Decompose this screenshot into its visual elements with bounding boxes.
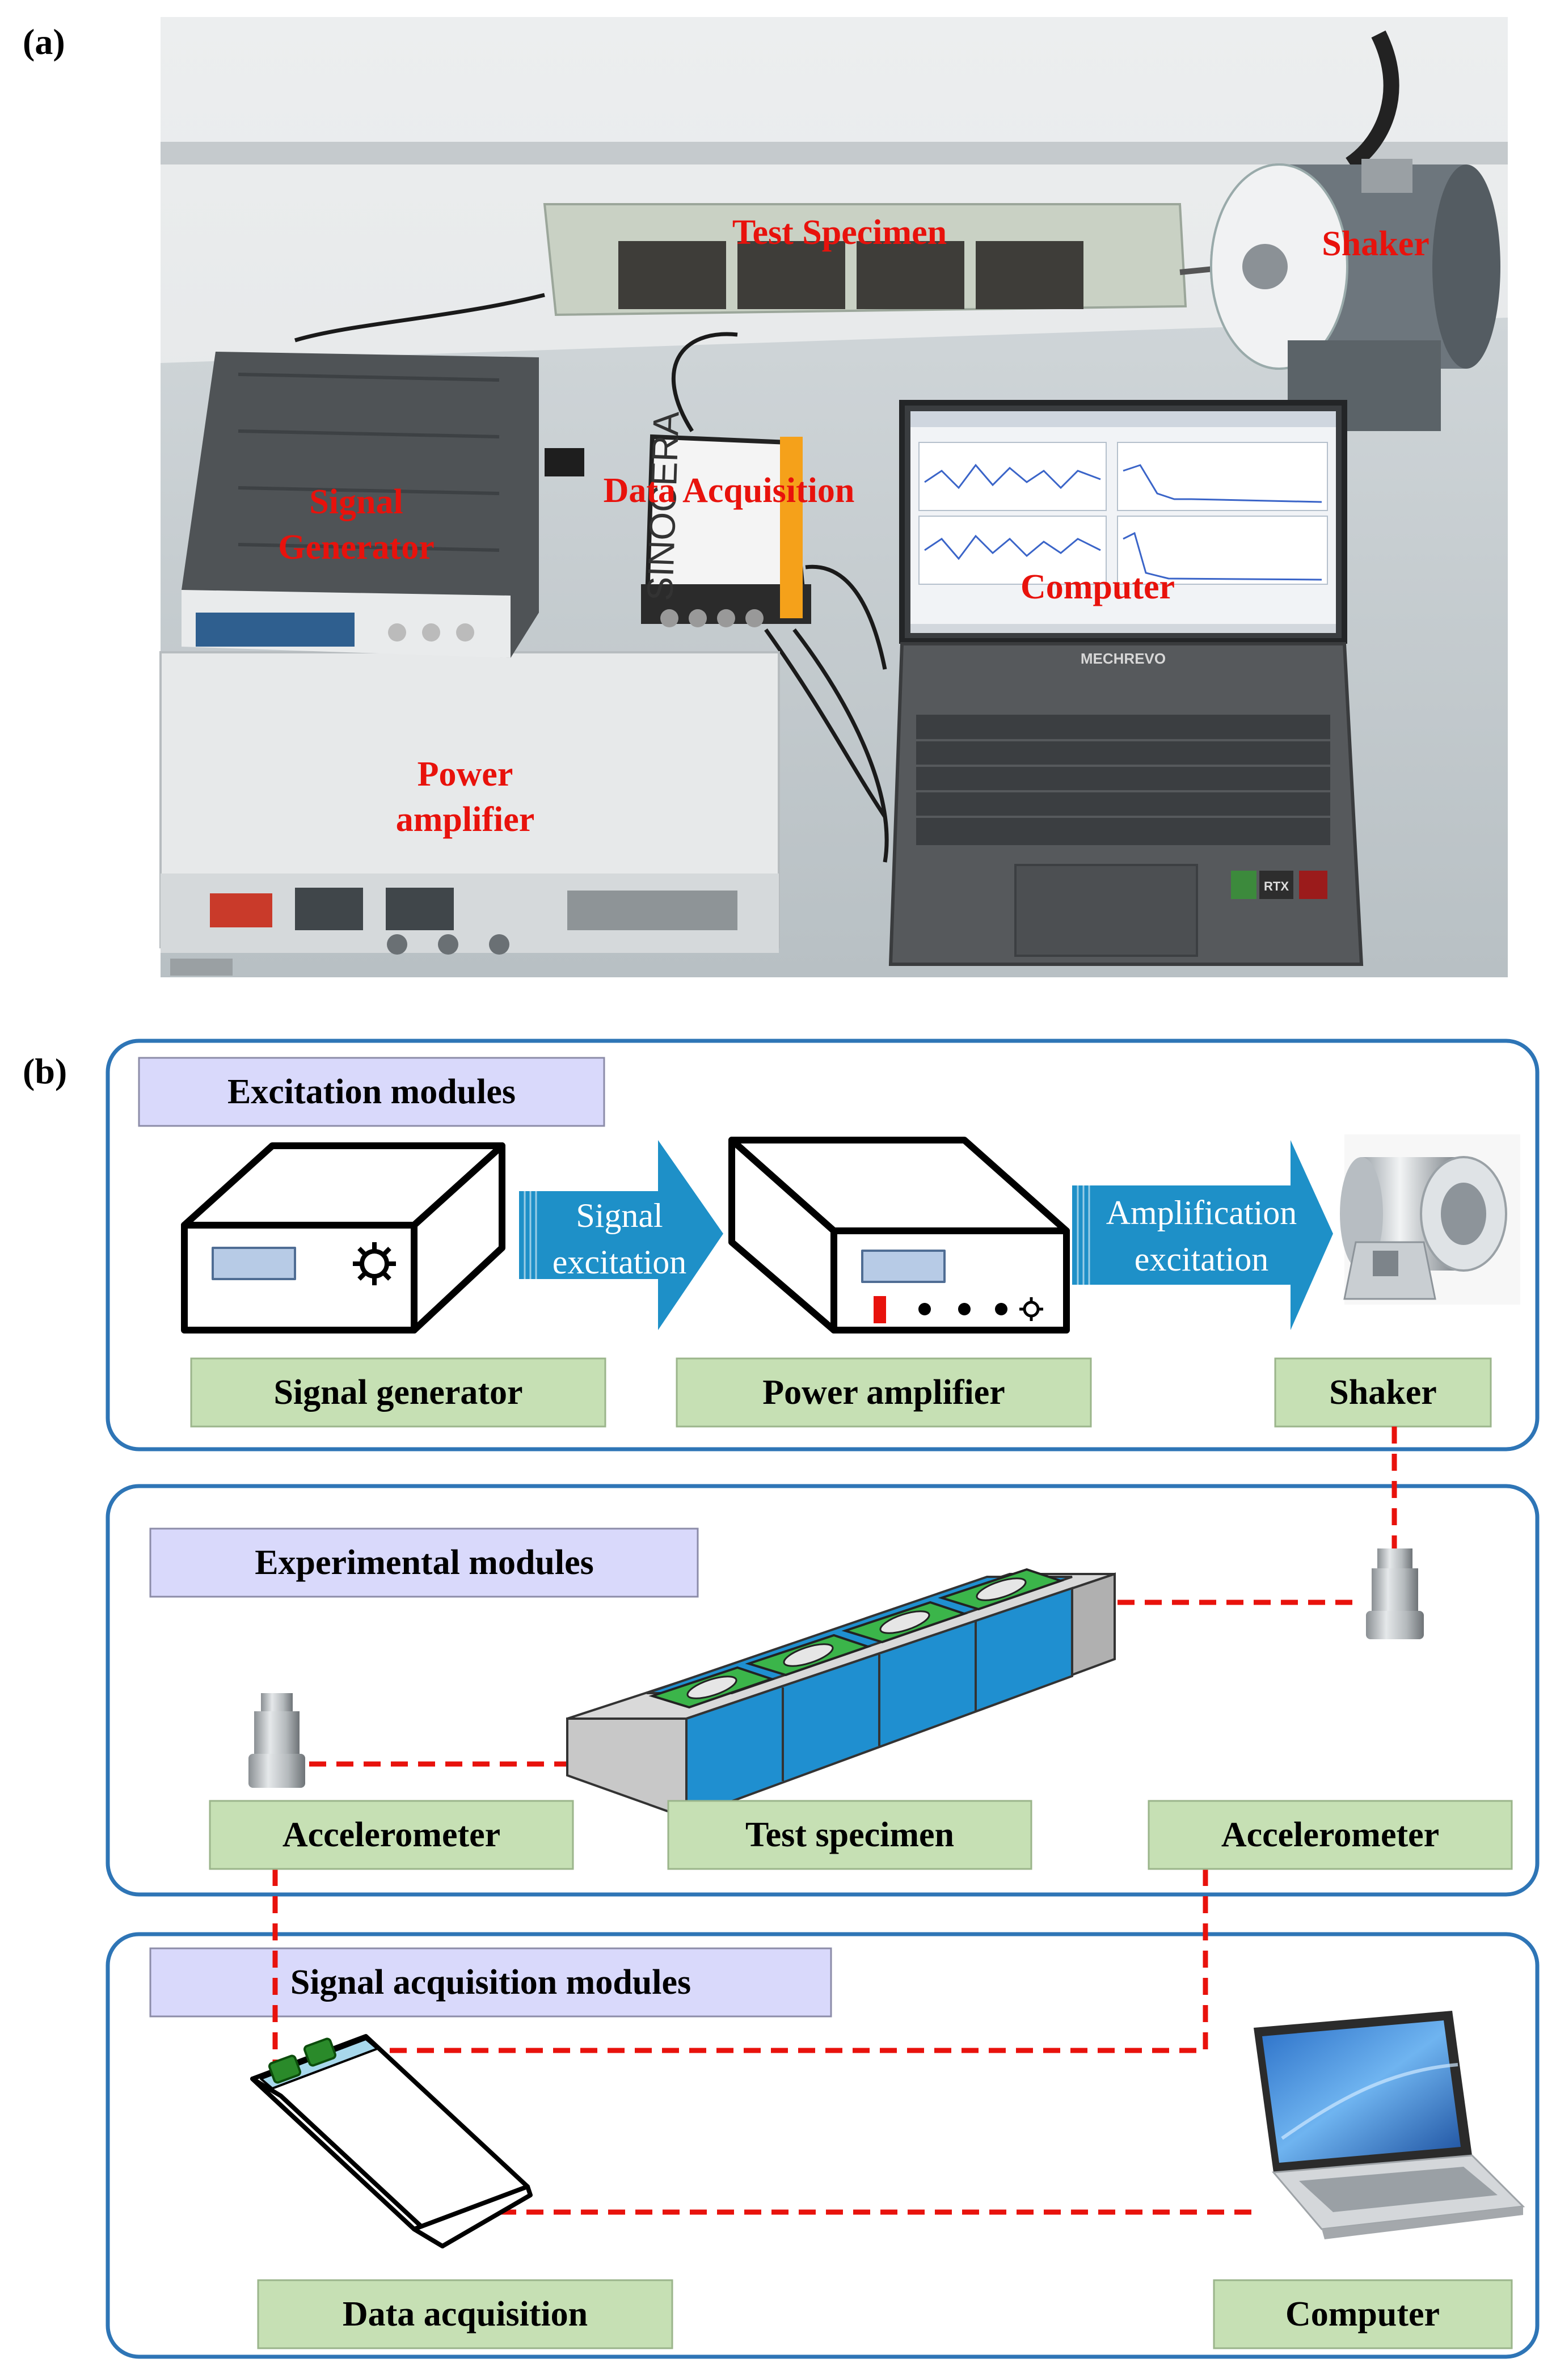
computer-label: Computer <box>1285 2295 1440 2333</box>
power-amplifier-icon <box>728 1137 1070 1334</box>
label-computer: Computer <box>1021 568 1175 606</box>
accelerometer-right-box <box>1148 1800 1513 1870</box>
power-amplifier-label: Power amplifier <box>762 1373 1005 1412</box>
accelerometer-left-box <box>209 1800 574 1870</box>
amplification-excitation-arrow: Amplification excitation <box>1072 1140 1333 1330</box>
acquisition-module-frame <box>106 1932 1540 2359</box>
data-acquisition-box <box>257 2279 673 2349</box>
label-amplifier: amplifier <box>396 800 535 839</box>
test-specimen-photo <box>543 203 1237 317</box>
experimental-tag <box>149 1527 699 1598</box>
accelerometer-left-icon <box>248 1693 305 1788</box>
acquisition-tag-text: Signal acquisition modules <box>290 1963 691 2002</box>
amplification-arrow-text-1: Amplification <box>1106 1194 1297 1231</box>
computer-box <box>1213 2279 1513 2349</box>
panel-b-label: (b) <box>23 1051 67 1091</box>
acquisition-tag <box>149 1947 832 2018</box>
signal-excitation-arrow: Signal excitation <box>519 1140 723 1330</box>
signal-generator-photo <box>182 352 584 658</box>
laptop-photo: MECHREVO RTX <box>888 400 1364 966</box>
photo-labels: Test Specimen Shaker Signal Generator Da… <box>278 213 1429 839</box>
excitation-component-boxes: Signal generator Power amplifier Shaker <box>190 1357 1492 1428</box>
gpu-badge-text: RTX <box>1264 879 1289 893</box>
module-tags: Excitation modules Experimental modules … <box>138 1057 832 2018</box>
test-specimen-box <box>667 1800 1032 1870</box>
laptop-brand-text: MECHREVO <box>1081 650 1166 667</box>
experimental-component-boxes: Accelerometer Test specimen Acceleromete… <box>209 1800 1513 1870</box>
label-generator: Generator <box>278 528 434 567</box>
label-shaker: Shaker <box>1322 225 1429 263</box>
label-power: Power <box>418 755 513 794</box>
power-amplifier-box <box>676 1357 1092 1428</box>
accelerometer-left-label: Accelerometer <box>282 1816 500 1854</box>
label-test-specimen: Test Specimen <box>732 213 947 252</box>
data-acquisition-label: Data acquisition <box>343 2295 588 2333</box>
shaker-photo <box>1210 159 1500 431</box>
signal-generator-box <box>190 1357 606 1428</box>
test-specimen-icon <box>566 1568 1116 1820</box>
data-acquisition-icon <box>250 2034 533 2248</box>
signal-arrow-text-2: excitation <box>553 1243 687 1281</box>
power-amplifier-photo <box>159 651 780 976</box>
label-data-acquisition: Data Acquisition <box>604 471 855 510</box>
test-specimen-label: Test specimen <box>745 1816 954 1854</box>
signal-generator-label: Signal generator <box>273 1373 522 1412</box>
accelerometer-right-icon <box>1366 1548 1424 1639</box>
excitation-tag <box>138 1057 605 1127</box>
accelerometer-right-label: Accelerometer <box>1221 1816 1439 1854</box>
excitation-tag-text: Excitation modules <box>227 1073 516 1111</box>
shaker-icon <box>1340 1134 1520 1305</box>
experimental-tag-text: Experimental modules <box>255 1543 594 1582</box>
shaker-box <box>1274 1357 1492 1428</box>
daq-brand-text: SINOCERA <box>639 411 687 602</box>
connection-lines <box>272 1427 1397 2215</box>
excitation-module-frame <box>106 1039 1540 1451</box>
amplification-arrow-text-2: excitation <box>1135 1240 1269 1278</box>
connection-right-accelerometer-daq <box>315 1869 1208 2053</box>
signal-arrow-text-1: Signal <box>576 1197 663 1234</box>
signal-generator-icon <box>181 1142 505 1334</box>
label-signal: Signal <box>309 483 403 521</box>
lab-photograph: SINOCERA MECHREVO <box>159 17 1508 977</box>
computer-icon <box>1254 2011 1525 2239</box>
shaker-label: Shaker <box>1329 1373 1436 1412</box>
acquisition-component-boxes: Data acquisition Computer <box>257 2279 1513 2349</box>
experimental-module-frame <box>106 1484 1540 1897</box>
panel-a-label: (a) <box>23 22 65 62</box>
data-acquisition-photo: SINOCERA <box>639 411 811 627</box>
